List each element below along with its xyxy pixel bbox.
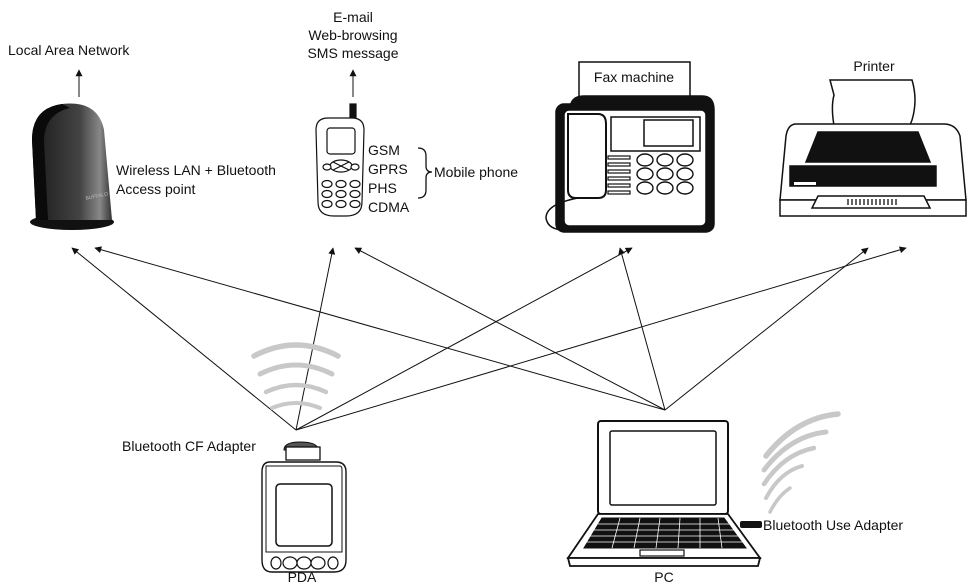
use-adapter-label: Bluetooth Use Adapter bbox=[763, 517, 903, 533]
pc-label: PC bbox=[654, 569, 673, 584]
printer-label: Printer bbox=[853, 58, 895, 74]
pda-label: PDA bbox=[288, 569, 317, 584]
laptop-pc-icon bbox=[566, 420, 762, 567]
arrow-pda-to-printer bbox=[295, 246, 907, 431]
arrow-pda-to-fax bbox=[295, 247, 633, 431]
arrow-pc-to-printer bbox=[664, 247, 869, 411]
arrow-pc-to-fax bbox=[618, 247, 666, 411]
pc-wireless-waves-icon bbox=[761, 411, 841, 514]
arrow-pc-to-access-point bbox=[94, 246, 666, 411]
lan-label: Local Area Network bbox=[8, 42, 130, 58]
diagram-labels: Local Area Network E-mail Web-browsing S… bbox=[8, 9, 903, 584]
pda-wireless-waves-icon bbox=[251, 342, 341, 410]
arrow-pda-to-phone bbox=[295, 247, 336, 431]
arrow-pc-to-phone bbox=[354, 247, 666, 411]
svg-text:BUFFALO: BUFFALO bbox=[85, 191, 109, 202]
protocol-cdma-label: CDMA bbox=[368, 199, 410, 215]
access-point-label-line1: Wireless LAN + Bluetooth bbox=[116, 162, 276, 178]
cf-adapter-label: Bluetooth CF Adapter bbox=[122, 438, 256, 454]
fax-machine-icon bbox=[545, 61, 715, 233]
mobile-phone-icon bbox=[315, 103, 365, 217]
service-email-label: E-mail bbox=[333, 9, 373, 25]
access-point-label-line2: Access point bbox=[116, 181, 195, 197]
connection-arrows bbox=[71, 69, 907, 431]
service-sms-label: SMS message bbox=[307, 45, 398, 61]
printer-icon bbox=[779, 79, 967, 217]
service-web-label: Web-browsing bbox=[308, 27, 397, 43]
fax-machine-label: Fax machine bbox=[594, 69, 674, 85]
mobile-phone-label: Mobile phone bbox=[434, 164, 518, 180]
protocol-gsm-label: GSM bbox=[368, 142, 400, 158]
access-point-icon: BUFFALO bbox=[30, 103, 114, 230]
protocol-gprs-label: GPRS bbox=[368, 161, 408, 177]
protocol-phs-label: PHS bbox=[368, 180, 397, 196]
protocol-brace-icon bbox=[417, 147, 433, 199]
pda-icon bbox=[261, 441, 347, 573]
arrow-pda-to-access-point bbox=[71, 247, 297, 431]
